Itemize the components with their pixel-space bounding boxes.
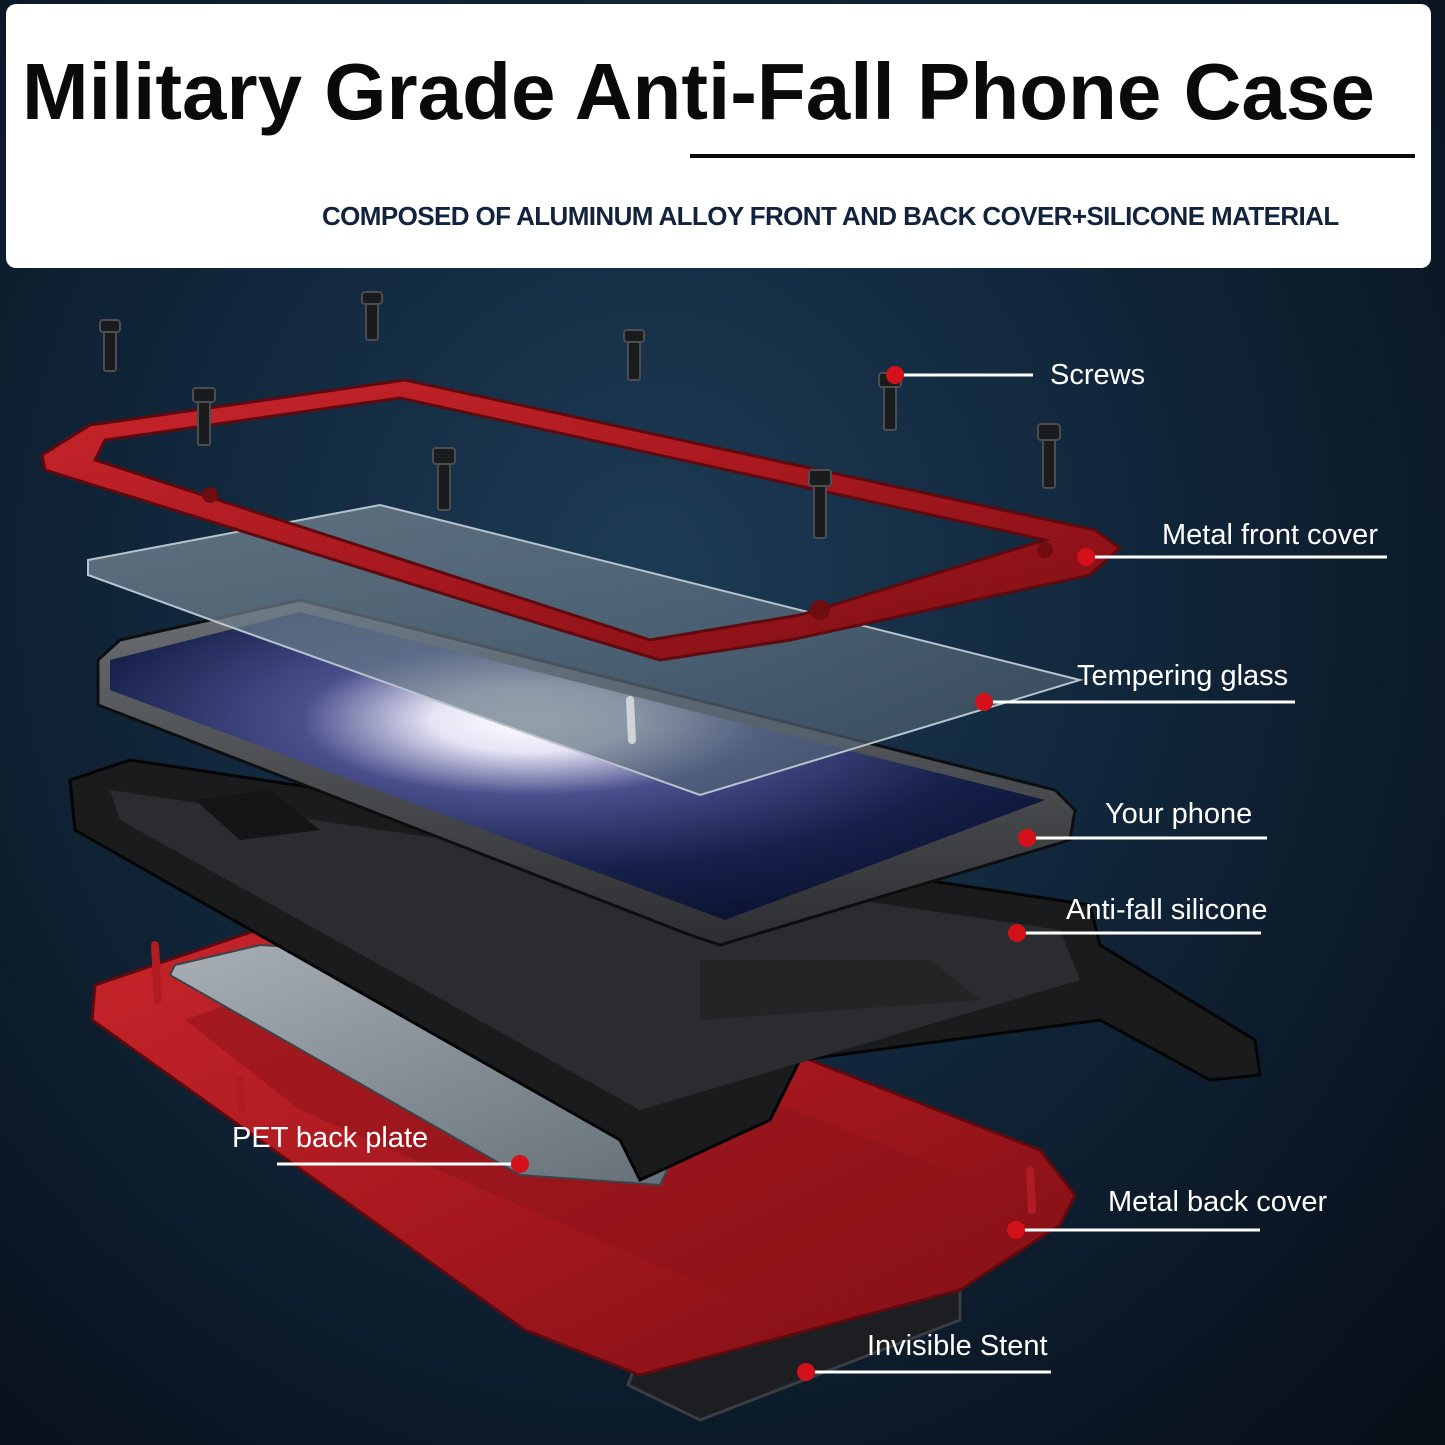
tempering-glass [87, 503, 1084, 797]
label-tempering-glass: Tempering glass [1077, 660, 1289, 692]
callout-phone-marker [1018, 829, 1267, 847]
label-screws: Screws [1050, 359, 1146, 391]
title-underline [690, 154, 1415, 158]
header-banner: Military Grade Anti-Fall Phone Case COMP… [6, 4, 1431, 268]
phone-screen [110, 612, 1045, 920]
callout-back-cover-marker [1007, 1221, 1260, 1239]
page-title: Military Grade Anti-Fall Phone Case [22, 47, 1375, 136]
label-pet-back-plate: PET back plate [232, 1122, 429, 1154]
callout-pet-marker [277, 1155, 529, 1173]
label-your-phone: Your phone [1105, 798, 1253, 830]
label-anti-fall-silicone: Anti-fall silicone [1066, 894, 1268, 926]
label-metal-front-cover: Metal front cover [1162, 519, 1378, 551]
label-metal-back-cover: Metal back cover [1108, 1186, 1328, 1218]
screws-group [99, 291, 1061, 539]
page-subtitle: COMPOSED OF ALUMINUM ALLOY FRONT AND BAC… [322, 201, 1339, 231]
callout-glass-marker [975, 693, 1295, 711]
label-invisible-stent: Invisible Stent [867, 1330, 1048, 1362]
callout-front-cover-marker [1077, 548, 1387, 566]
callout-stent-marker [797, 1363, 1051, 1381]
metal-front-cover [40, 378, 1123, 662]
callout-silicone-marker [1008, 924, 1261, 942]
callout-screws-marker [886, 366, 1033, 384]
